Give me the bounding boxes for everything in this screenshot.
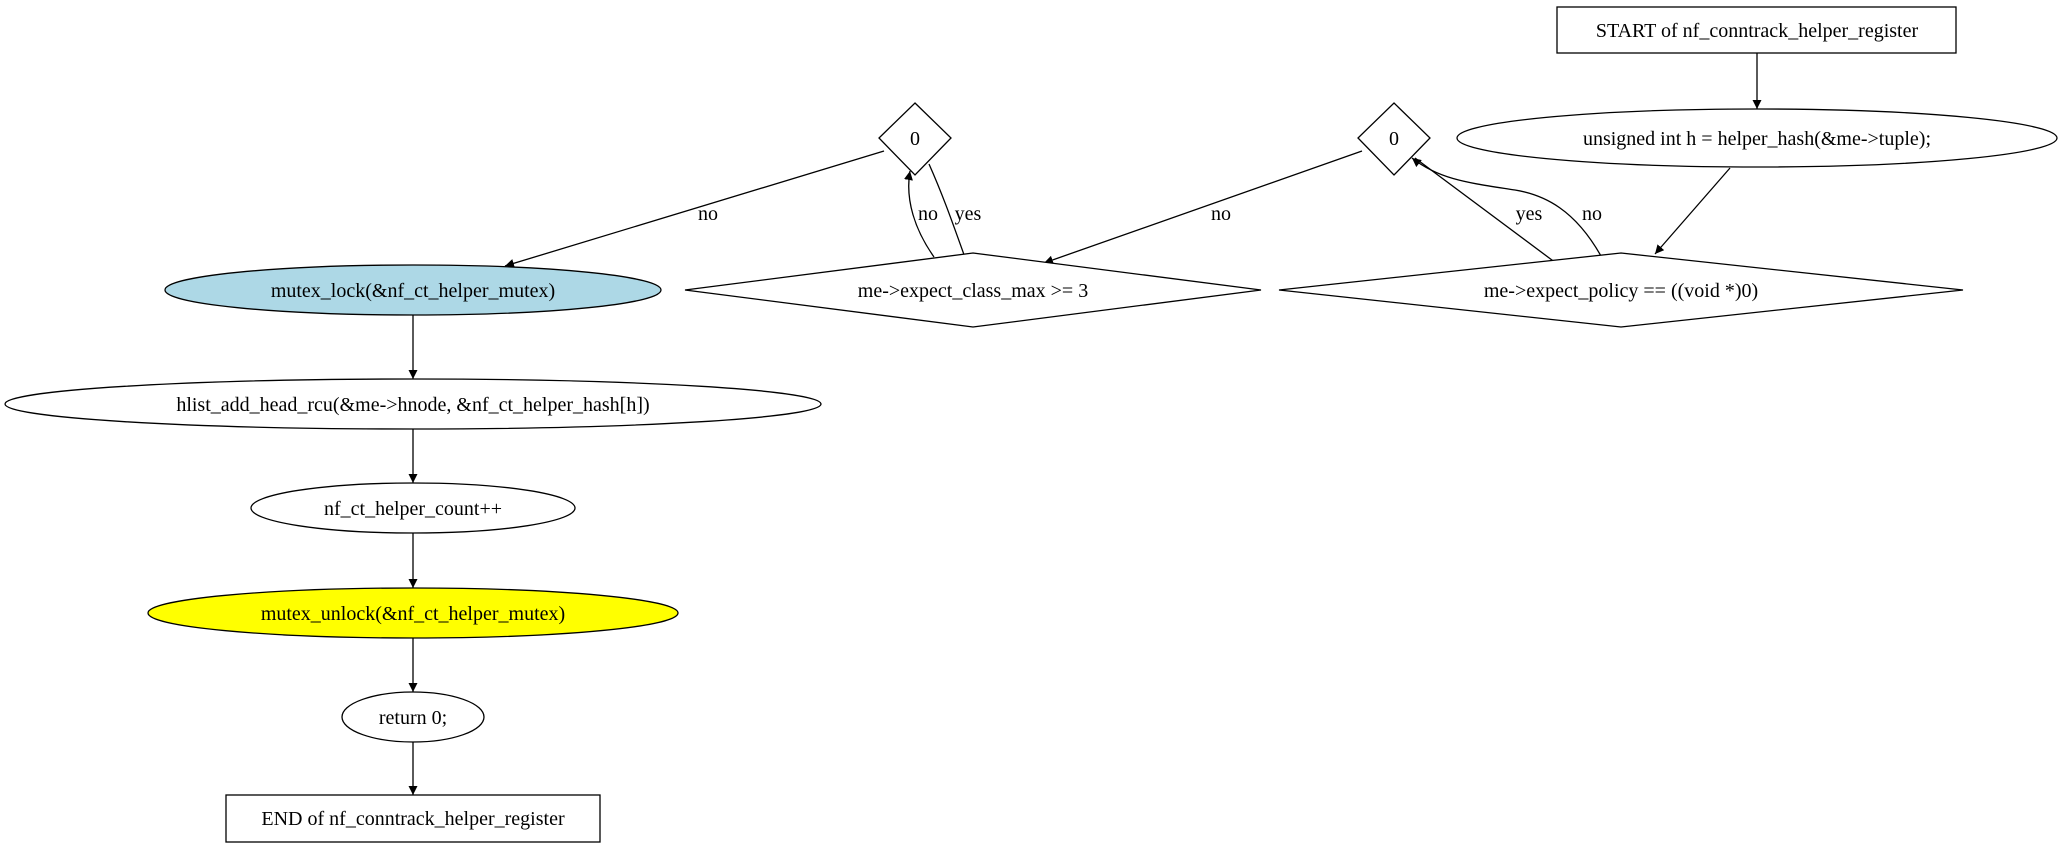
edge-left-to-mutex-no: [504, 150, 885, 268]
edges: no yes no yes no no: [408, 53, 1762, 795]
node-mutex-lock: mutex_lock(&nf_ct_helper_mutex): [164, 264, 662, 316]
edge-right-to-classmax-no: [1043, 150, 1363, 265]
node-cond-left-label: 0: [910, 128, 920, 150]
node-hlist: hlist_add_head_rcu(&me->hnode, &nf_ct_he…: [4, 378, 822, 430]
edge-label-yes: yes: [1516, 203, 1543, 225]
edge-hash-to-policy: [1654, 167, 1731, 255]
node-start-label: START of nf_conntrack_helper_register: [1596, 20, 1919, 42]
node-count-label: nf_ct_helper_count++: [324, 498, 502, 520]
node-policy-label: me->expect_policy == ((void *)0): [1484, 280, 1758, 302]
node-end: END of nf_conntrack_helper_register: [225, 794, 601, 843]
node-mutex-lock-label: mutex_lock(&nf_ct_helper_mutex): [271, 280, 555, 302]
node-cond-right: 0: [1357, 102, 1431, 176]
node-return: return 0;: [341, 691, 485, 743]
edge-label-no: no: [1582, 203, 1602, 225]
edge-classmax-to-left-no: [904, 170, 935, 258]
edge-label-no: no: [1211, 203, 1231, 225]
edge-label-no: no: [918, 203, 938, 225]
node-cond-right-label: 0: [1389, 128, 1399, 150]
node-mutex-unlock: mutex_unlock(&nf_ct_helper_mutex): [147, 587, 679, 639]
node-hlist-label: hlist_add_head_rcu(&me->hnode, &nf_ct_he…: [176, 394, 649, 416]
node-start: START of nf_conntrack_helper_register: [1556, 6, 1957, 54]
node-class-max-label: me->expect_class_max >= 3: [858, 280, 1088, 302]
node-hash: unsigned int h = helper_hash(&me->tuple)…: [1456, 108, 2058, 168]
node-mutex-unlock-label: mutex_unlock(&nf_ct_helper_mutex): [261, 603, 565, 625]
node-class-max: me->expect_class_max >= 3: [684, 252, 1262, 328]
node-return-label: return 0;: [379, 707, 447, 729]
node-end-label: END of nf_conntrack_helper_register: [261, 808, 565, 830]
edge-label-no: no: [698, 203, 718, 225]
node-cond-left: 0: [878, 102, 952, 176]
edge-policy-to-right-no: [1411, 157, 1602, 257]
edge-label-yes: yes: [955, 203, 982, 225]
edge-right-to-policy-yes: [1414, 157, 1569, 273]
node-hash-label: unsigned int h = helper_hash(&me->tuple)…: [1583, 128, 1931, 150]
edge-left-to-classmax-yes: [928, 163, 969, 264]
node-count: nf_ct_helper_count++: [250, 482, 576, 534]
node-policy: me->expect_policy == ((void *)0): [1278, 252, 1964, 328]
